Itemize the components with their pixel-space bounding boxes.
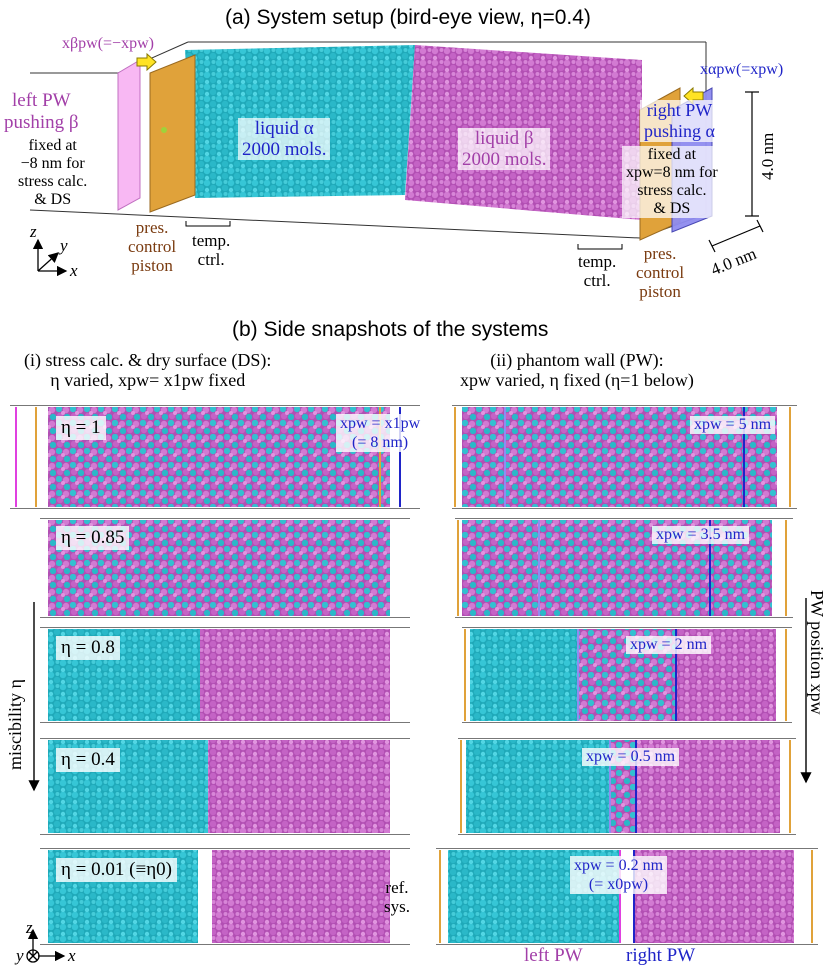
right-piston-label: pres. control piston — [636, 244, 685, 301]
eta-label-3: η = 0.8 — [56, 636, 120, 660]
axes-b — [26, 928, 66, 963]
xpw-label-3: xpw = 2 nm — [626, 636, 712, 654]
axis-a-z: z — [30, 222, 37, 241]
height-label: 4.0 nm — [758, 132, 777, 180]
panel-b-title: (b) Side snapshots of the systems — [232, 318, 549, 341]
depth-dimension — [708, 219, 764, 253]
left-pw-x-label: xβpw(=−xpw) — [62, 35, 154, 52]
liquid-alpha-label: liquid α 2000 mols. — [238, 118, 331, 160]
left-temp-bracket — [185, 221, 231, 227]
xpw-label-1: xpw = 5 nm — [690, 416, 776, 434]
xpw-label-2: xpw = 3.5 nm — [652, 526, 750, 544]
col2-title: (ii) phantom wall (PW): xpw varied, η fi… — [460, 350, 694, 390]
first-xpw-label: xpw = x1pw (= 8 nm) — [336, 414, 425, 452]
right-pw-bottom-label: right PW — [626, 945, 696, 966]
left-pw-plate — [117, 59, 141, 211]
left-piston-plate — [149, 54, 196, 213]
axis-b-x: x — [68, 946, 76, 965]
xpw-label-5: xpw = 0.2 nm (= x0pw) — [570, 856, 668, 894]
col1-title: (i) stress calc. & dry surface (DS): η v… — [24, 350, 272, 390]
eta-label-4: η = 0.4 — [56, 748, 120, 772]
miscibility-label: miscibility η — [5, 679, 25, 770]
left-fixed-text: fixed at −8 nm for stress calc. & DS — [18, 137, 88, 208]
axis-b-z: z — [26, 918, 33, 937]
ref-sys-label: ref. sys. — [384, 878, 410, 916]
liquid-beta-label: liquid β 2000 mols. — [458, 128, 551, 170]
left-pw-bottom-label: left PW — [524, 945, 583, 966]
height-dimension — [745, 91, 759, 217]
pw-position-label: PW position xpw — [807, 590, 827, 715]
right-temp-bracket — [577, 244, 623, 250]
panel-a-title: (a) System setup (bird-eye view, η=0.4) — [225, 6, 591, 29]
left-pw-arrow — [136, 52, 157, 72]
xpw-label-4: xpw = 0.5 nm — [582, 748, 680, 766]
eta-label-1: η = 1 — [56, 416, 106, 440]
eta-label-2: η = 0.85 — [56, 526, 130, 550]
axis-a-x: x — [70, 261, 78, 280]
eta-label-5: η = 0.01 (≡η0) — [56, 858, 177, 882]
left-piston-label: pres. control piston — [128, 218, 177, 275]
axes-a — [32, 238, 68, 277]
axis-a-y: y — [60, 236, 68, 255]
axis-b-y: y — [16, 946, 24, 965]
left-temp-label: temp. ctrl. — [192, 231, 231, 269]
left-pw-text: left PW pushing β — [4, 90, 79, 133]
right-pw-x-label: xαpw(=xpw) — [700, 61, 784, 78]
right-pw-text: right PW pushing α — [640, 100, 719, 142]
right-temp-label: temp. ctrl. — [578, 252, 617, 290]
right-fixed-text: fixed at xpw=8 nm for stress calc. & DS — [622, 146, 722, 218]
